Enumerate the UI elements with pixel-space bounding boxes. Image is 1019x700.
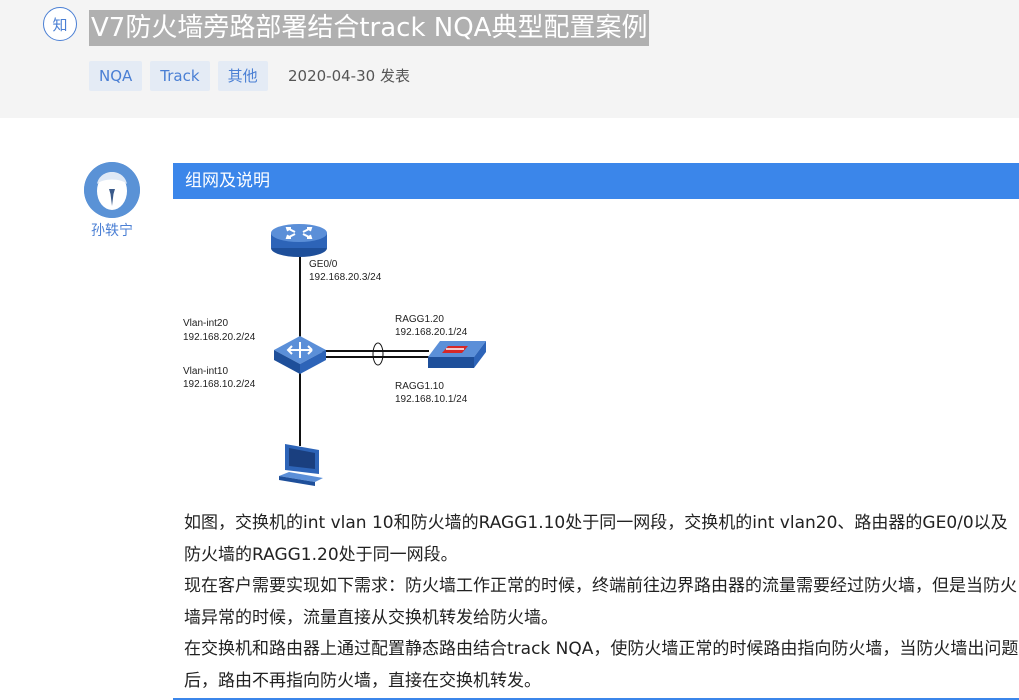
vlan20-ip-label: 192.168.20.2/24 (183, 331, 255, 344)
paragraph: 如图，交换机的int vlan 10和防火墙的RAGG1.10处于同一网段，交换… (184, 508, 1019, 571)
computer-icon (275, 442, 327, 492)
router-port-label: GE0/0 (309, 258, 337, 271)
paragraph: 现在客户需要实现如下需求：防火墙工作正常的时候，终端前往边界路由器的流量需要经过… (184, 571, 1019, 634)
tag-list: NQA Track 其他 (89, 61, 268, 91)
article-body: 如图，交换机的int vlan 10和防火墙的RAGG1.10处于同一网段，交换… (184, 508, 1019, 697)
author-name[interactable]: 孙轶宁 (86, 220, 138, 240)
vlan10-ip-label: 192.168.10.2/24 (183, 378, 255, 391)
avatar-icon (84, 162, 140, 218)
tag-track[interactable]: Track (150, 61, 209, 91)
ragg10-label: RAGG1.10 (395, 380, 444, 393)
publish-date: 2020-04-30 发表 (288, 66, 410, 86)
router-icon (269, 214, 329, 262)
firewall-icon (426, 338, 488, 372)
tag-other[interactable]: 其他 (218, 61, 268, 91)
switch-icon (272, 334, 328, 376)
router-ip-label: 192.168.20.3/24 (309, 271, 381, 284)
avatar[interactable] (84, 162, 140, 218)
vlan10-label: Vlan-int10 (183, 365, 228, 378)
section-title: 组网及说明 (173, 163, 1019, 199)
vlan20-label: Vlan-int20 (183, 317, 228, 330)
page-title: V7防火墙旁路部署结合track NQA典型配置案例 (89, 10, 649, 46)
ragg20-ip-label: 192.168.20.1/24 (395, 326, 467, 339)
ragg10-ip-label: 192.168.10.1/24 (395, 393, 467, 406)
paragraph: 在交换机和路由器上通过配置静态路由结合track NQA，使防火墙正常的时候路由… (184, 634, 1019, 697)
knowledge-badge: 知 (43, 7, 77, 41)
article-header: 知 V7防火墙旁路部署结合track NQA典型配置案例 NQA Track 其… (0, 0, 1019, 118)
network-diagram: GE0/0 192.168.20.3/24 Vlan-int20 192.168… (173, 210, 513, 500)
ragg20-label: RAGG1.20 (395, 313, 444, 326)
tag-nqa[interactable]: NQA (89, 61, 142, 91)
